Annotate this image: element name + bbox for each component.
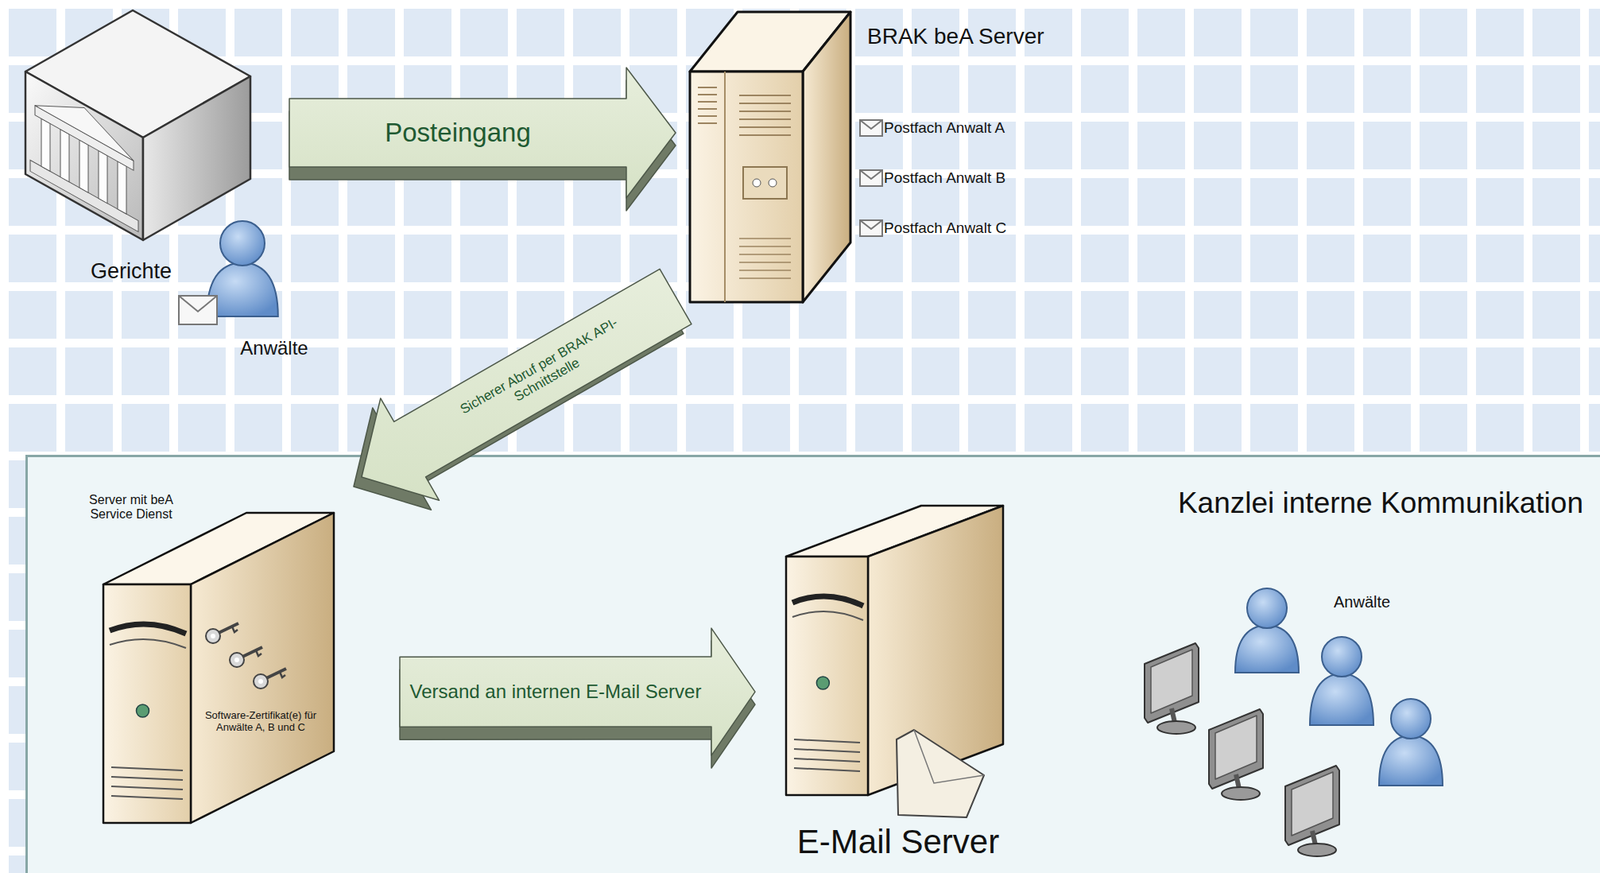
monitor-frame	[1285, 765, 1340, 845]
lawyer-icon	[1309, 636, 1374, 725]
server-node: BRAK beA ServerPostfach Anwalt A Postfach…	[683, 9, 1066, 312]
node-label: E-Mail Server	[763, 822, 1034, 861]
block-arrow-group	[289, 67, 676, 211]
monitor-icon	[1285, 765, 1340, 857]
monitor-screen	[1291, 771, 1333, 836]
node-label: Anwälte	[1333, 592, 1446, 612]
lawyer-node: Anwälte	[178, 216, 338, 368]
monitor-frame	[1208, 708, 1263, 789]
node-label: Kanzlei interne Kommunikation	[1130, 486, 1584, 521]
monitor-icon	[1208, 708, 1263, 800]
server-side	[190, 512, 334, 823]
node-label: BRAK beA Server	[867, 23, 1062, 50]
server-node: Server mit beA Service DienstSoftware-Ze…	[43, 484, 394, 827]
node-text: Postfach Anwalt A	[883, 119, 1063, 137]
mailbox-icon	[860, 120, 883, 136]
mail-icon	[178, 295, 217, 325]
office-region: Server mit beA Service DienstSoftware-Ze…	[25, 454, 1600, 873]
block-arrow-group	[353, 268, 692, 510]
server-front	[786, 556, 868, 795]
wall	[25, 71, 144, 241]
monitor-screen	[1215, 715, 1257, 779]
bea-service-server	[103, 512, 334, 823]
lawyer-icon	[1235, 588, 1299, 673]
envelope	[896, 729, 985, 818]
node-text: Postfach Anwalt C	[883, 219, 1063, 237]
monitor-icon	[1144, 643, 1199, 734]
monitor-frame	[1144, 643, 1199, 723]
certificate-keys	[205, 623, 287, 689]
office-region-outline	[27, 456, 1600, 873]
court-building	[25, 10, 251, 241]
lawyer-icon	[1379, 698, 1443, 786]
server-side	[802, 11, 851, 303]
server-front	[103, 584, 191, 823]
lawyer-group: Anwälte	[1120, 580, 1463, 867]
mail-server	[786, 505, 1004, 795]
mailbox-icon	[860, 220, 883, 237]
arrow-label: Versand an internen E-Mail Server	[388, 680, 723, 703]
node-label: Server mit beA Service Dienst	[67, 492, 195, 523]
block-arrow	[289, 67, 676, 198]
mail-envelope	[896, 729, 985, 818]
wall	[143, 76, 251, 241]
block-arrow	[361, 268, 692, 500]
monitor-screen	[1150, 649, 1193, 713]
node-text: Postfach Anwalt B	[883, 169, 1063, 187]
mail-server-node: E-Mail Server	[763, 496, 1037, 867]
arrow-label: Posteingang	[354, 117, 562, 148]
court-node: Gerichte	[7, 7, 258, 291]
node-label: Anwälte	[218, 337, 330, 360]
server-front	[689, 71, 803, 303]
mailbox-icon	[860, 170, 883, 186]
node-text: Software-Zertifikat(e) für Anwälte A, B …	[201, 709, 321, 734]
node-label: Gerichte	[7, 259, 255, 284]
brak-server	[689, 11, 851, 303]
